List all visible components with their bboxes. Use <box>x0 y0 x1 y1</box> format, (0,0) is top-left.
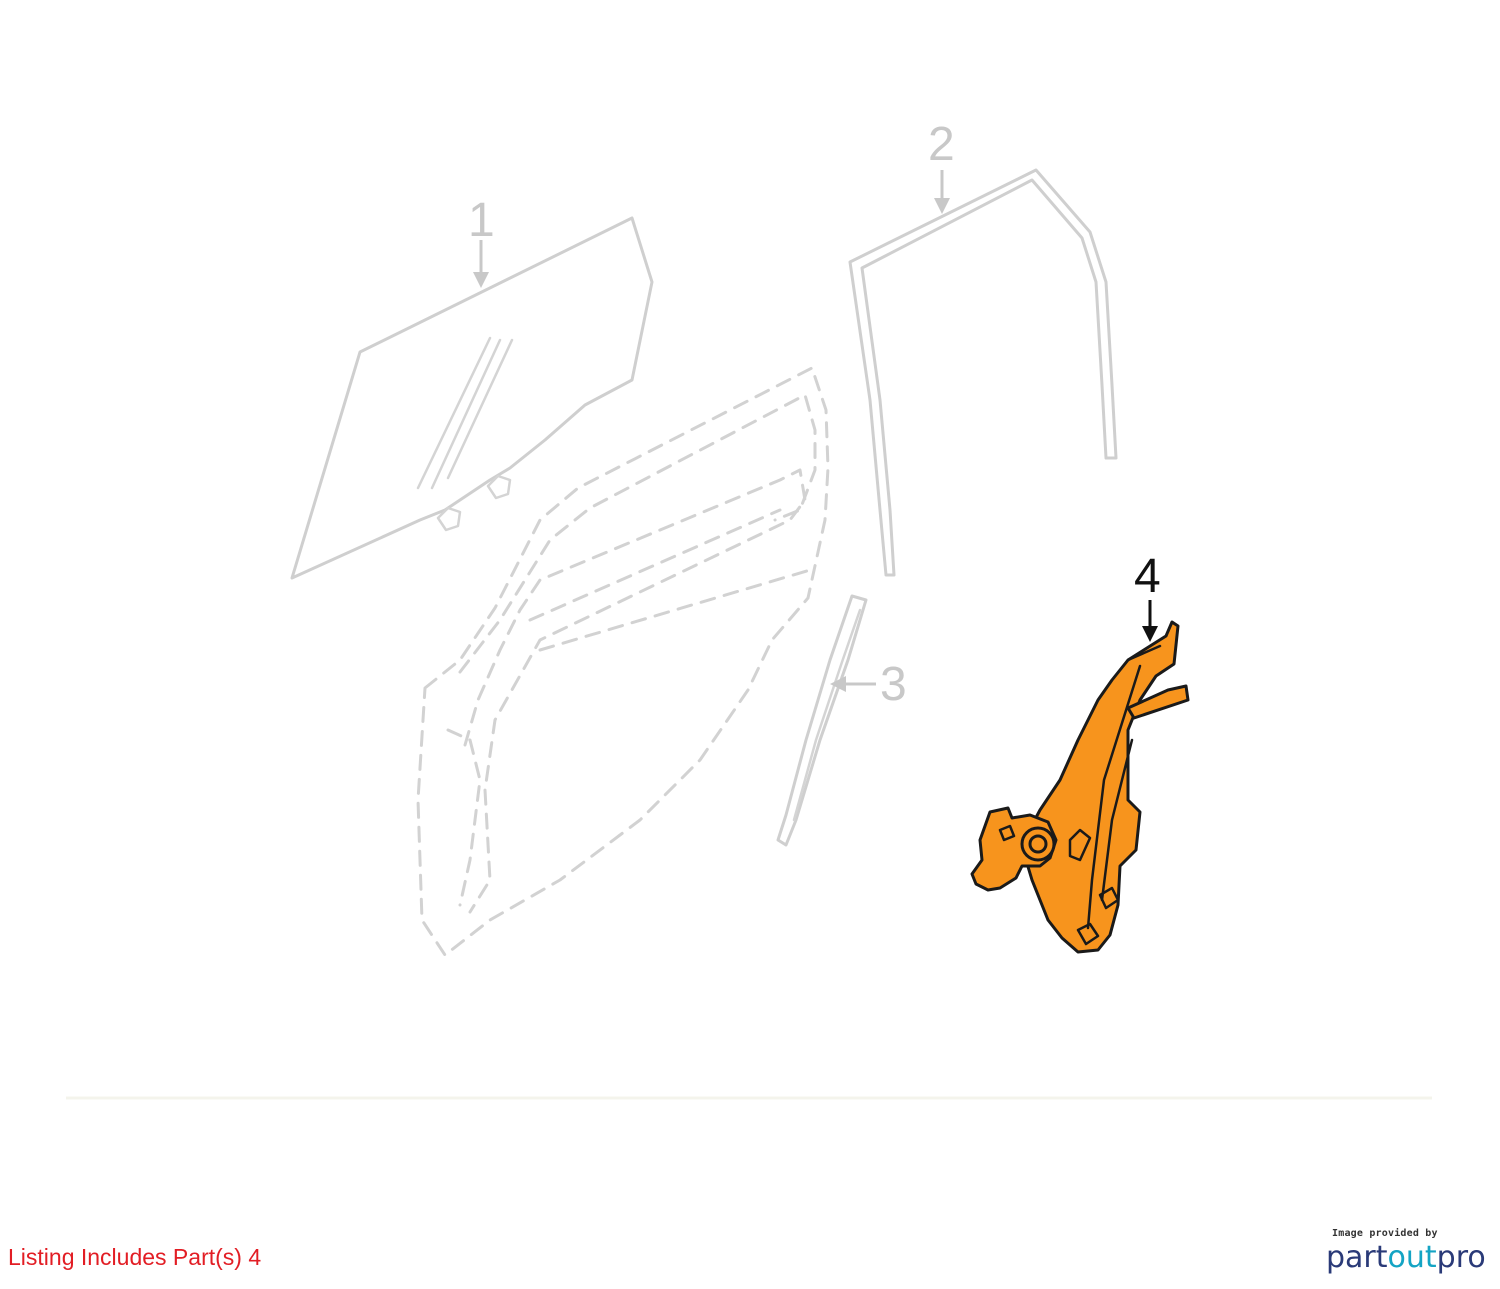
brand-caption: Image provided by <box>1332 1228 1438 1239</box>
brand-logo-block: Image provided by partoutpro <box>1326 1228 1486 1275</box>
door-outline <box>416 366 830 957</box>
callout-2: 2 <box>928 118 955 214</box>
brand-name-part: part <box>1326 1240 1388 1275</box>
listing-note: Listing Includes Part(s) 4 <box>8 1244 262 1270</box>
part-3-rear-channel <box>776 594 868 847</box>
callout-1: 1 <box>468 194 495 288</box>
part-4-window-regulator <box>970 620 1190 954</box>
brand-name-out: out <box>1387 1240 1437 1275</box>
callout-2-label: 2 <box>928 118 955 171</box>
callout-3-label: 3 <box>880 658 907 711</box>
brand-logo: partoutpro <box>1326 1240 1486 1275</box>
callout-3: 3 <box>830 658 907 711</box>
part-1-window-glass <box>290 216 654 580</box>
callout-4: 4 <box>1134 550 1161 642</box>
callout-1-label: 1 <box>468 194 495 247</box>
callout-4-label: 4 <box>1134 550 1161 603</box>
part-2-run-channel <box>848 168 1118 577</box>
brand-name-pro: pro <box>1436 1240 1486 1275</box>
